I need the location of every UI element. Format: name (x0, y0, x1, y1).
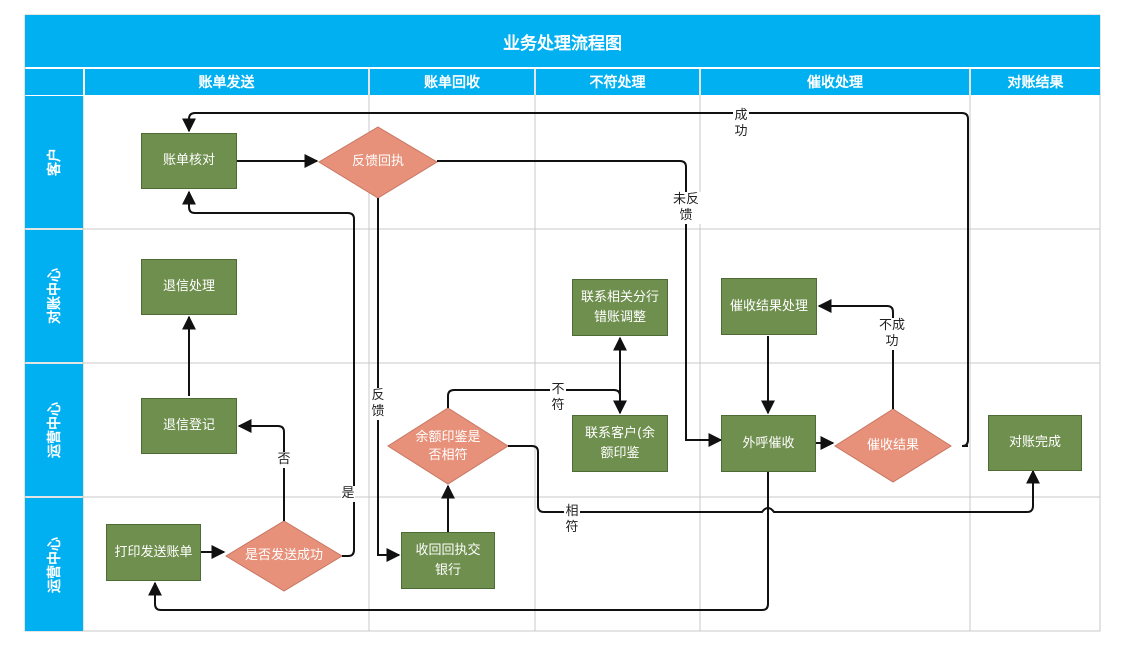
arrow-yes-to-check (182, 190, 355, 557)
arrow-nofeedback-to-outbound (437, 160, 723, 447)
process-collect-result-handle: 催收结果处理 (721, 278, 817, 335)
decision-collect-result-shape (834, 408, 952, 483)
decision-seal-match: 余额印鉴是否相符 (415, 430, 481, 463)
lane-header-ops-center: 运营中心 (25, 364, 83, 496)
edge-label-no-feedback: 未反馈 (671, 192, 701, 224)
decision-send-success: 是否发送成功 (244, 548, 323, 563)
edge-label-yes: 是 (341, 486, 355, 502)
column-header-bill-send: 账单发送 (85, 69, 368, 95)
column-header-collection: 催收处理 (701, 69, 969, 95)
column-header-corner (25, 69, 83, 95)
process-return-handle: 退信处理 (141, 259, 237, 315)
arrow-feedback-to-receipt (377, 198, 401, 562)
lane-header-ops-center-2: 运营中心 (25, 498, 83, 631)
edge-label-not-success: 不成功 (877, 318, 907, 350)
column-header-mismatch: 不符处理 (536, 69, 699, 95)
edge-label-success: 成功 (733, 108, 749, 140)
arrow-success-to-check (182, 112, 969, 447)
edge-label-match: 相符 (564, 504, 580, 536)
arrow-fail-to-handle (817, 299, 894, 409)
edge-label-feedback: 反馈 (370, 388, 386, 420)
process-receipt-to-bank: 收回回执交银行 (401, 532, 495, 589)
process-reconciliation-done: 对账完成 (988, 415, 1082, 471)
edge-label-no: 否 (276, 452, 292, 468)
lane-header-client: 客户 (25, 96, 83, 228)
column-header-result: 对账结果 (971, 69, 1100, 95)
decision-seal-match-shape (387, 407, 509, 485)
decision-feedback-receipt: 反馈回执 (351, 154, 404, 169)
decision-send-success-shape (225, 520, 343, 592)
process-outbound-collection: 外呼催收 (721, 415, 816, 472)
process-bill-check: 账单核对 (141, 133, 237, 189)
lane-header-recon-center: 对账中心 (25, 230, 83, 362)
arrow-outbound-to-print (148, 472, 769, 611)
arrow-no-to-register (237, 419, 285, 521)
process-contact-branch-adjust: 联系相关分行错账调整 (572, 279, 668, 336)
process-print-bill: 打印发送账单 (106, 524, 201, 581)
column-header-bill-recovery: 账单回收 (370, 69, 534, 95)
process-contact-client: 联系客户(余额印鉴 (572, 415, 668, 472)
arrow-notmatch-to-client (447, 389, 627, 415)
edge-label-not-match: 不符 (550, 382, 566, 414)
arrow-match-to-done (508, 445, 1040, 513)
process-return-register: 退信登记 (141, 398, 237, 454)
decision-collect-result: 催收结果 (866, 438, 919, 453)
diagram-title: 业务处理流程图 (25, 15, 1100, 67)
